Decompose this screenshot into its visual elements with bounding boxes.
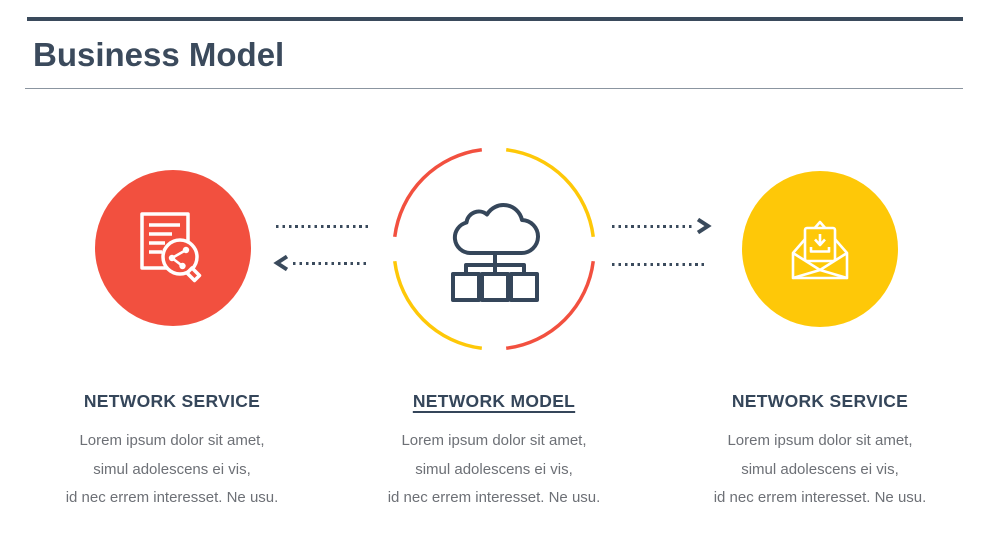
top-accent-bar	[27, 17, 963, 21]
right-column-body: Lorem ipsum dolor sit amet, simul adoles…	[713, 432, 927, 506]
connector-right-top-dotted-line	[612, 225, 695, 228]
left-column-text: NETWORK SERVICE Lorem ipsum dolor sit am…	[50, 391, 294, 513]
document-search-icon	[140, 212, 202, 283]
left-column-heading: NETWORK SERVICE	[83, 391, 261, 411]
center-column-heading: NETWORK MODEL	[412, 391, 576, 411]
center-ring	[393, 148, 595, 350]
right-column-text: NETWORK SERVICE Lorem ipsum dolor sit am…	[698, 391, 942, 513]
arrowhead-right-icon	[696, 217, 712, 235]
connector-right-bottom-dotted-line	[612, 263, 707, 266]
mail-download-icon	[791, 220, 849, 280]
left-column-body: Lorem ipsum dolor sit amet, simul adoles…	[65, 432, 279, 506]
arrowhead-left-icon	[273, 254, 289, 272]
title-divider	[25, 88, 963, 89]
connector-left-bottom-dotted-line	[293, 262, 369, 265]
connector-left-top-dotted-line	[276, 225, 369, 228]
page-title: Business Model	[33, 36, 285, 73]
right-column-heading: NETWORK SERVICE	[731, 391, 909, 411]
center-column-body: Lorem ipsum dolor sit amet, simul adoles…	[387, 432, 601, 506]
center-column-text: NETWORK MODEL Lorem ipsum dolor sit amet…	[372, 391, 616, 513]
cloud-network-icon	[451, 203, 540, 302]
